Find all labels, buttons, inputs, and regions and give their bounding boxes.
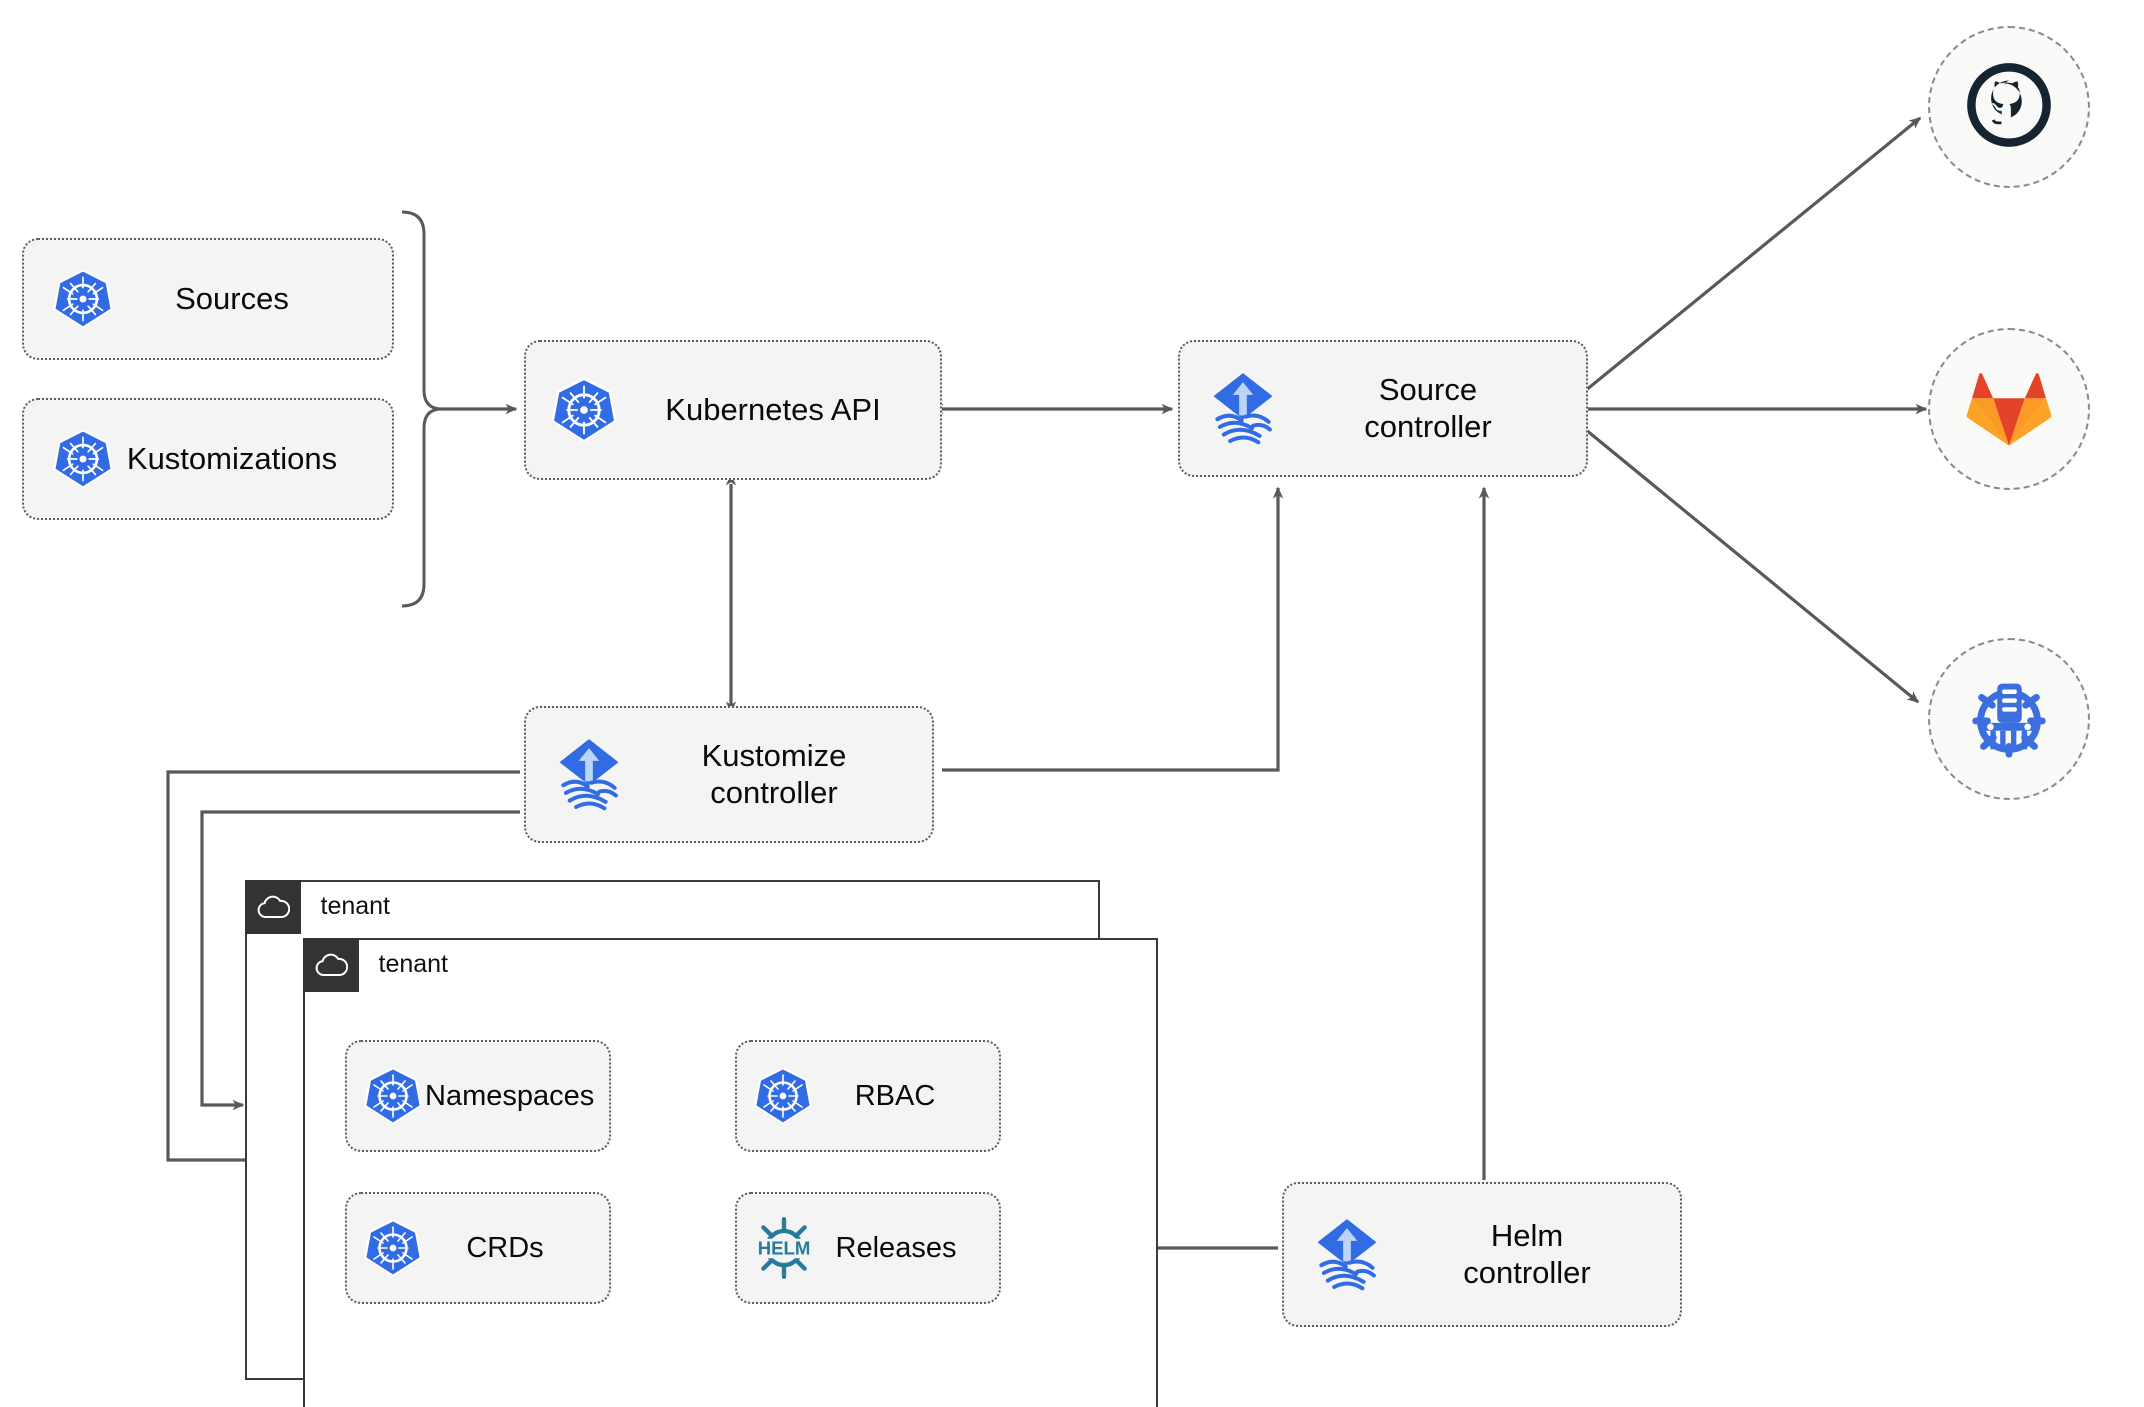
flux-icon	[548, 734, 630, 816]
resource-label: Sources	[175, 280, 289, 316]
gitlab-icon	[1965, 364, 2053, 455]
cloud-icon	[302, 937, 359, 992]
tenant-label: tenant	[378, 950, 449, 978]
node-label: Helm controller	[1463, 1217, 1591, 1290]
github-icon	[1962, 58, 2056, 157]
kubernetes-icon	[751, 1064, 815, 1128]
tenant-resource-label: Releases	[835, 1231, 957, 1264]
node-label: Kustomize controller	[701, 737, 847, 810]
tenant-label: tenant	[320, 892, 391, 920]
svg-text:HELM: HELM	[758, 1238, 811, 1259]
node-kubernetes-api[interactable]: Kubernetes API	[524, 340, 942, 480]
remote-helm-repository[interactable]	[1928, 638, 2090, 800]
tenant-header: tenant	[302, 937, 449, 992]
remote-gitlab[interactable]	[1928, 328, 2090, 490]
tenant-panel-inner[interactable]: tenant	[302, 937, 1158, 1407]
flux-icon	[1202, 368, 1284, 450]
kubernetes-icon	[361, 1064, 425, 1128]
tenant-resource-releases[interactable]: HELM Releases	[735, 1192, 1001, 1304]
helm-repository-icon	[1960, 668, 2058, 771]
tenant-header: tenant	[244, 879, 391, 934]
resource-label: Kustomizations	[126, 440, 338, 476]
kubernetes-icon	[361, 1216, 425, 1280]
node-label: Source controller	[1364, 371, 1492, 444]
node-label: Kubernetes API	[665, 391, 881, 427]
kubernetes-icon	[548, 374, 620, 446]
resource-card-sources[interactable]: Sources	[22, 238, 394, 360]
cloud-icon	[244, 879, 301, 934]
kubernetes-icon	[50, 426, 116, 492]
kubernetes-icon	[50, 266, 116, 332]
resource-card-kustomizations[interactable]: Kustomizations	[22, 398, 394, 520]
helm-icon: HELM	[751, 1215, 817, 1281]
node-source-controller[interactable]: Source controller	[1178, 340, 1588, 477]
tenant-resource-namespaces[interactable]: Namespaces	[345, 1040, 611, 1152]
tenant-resource-rbac[interactable]: RBAC	[735, 1040, 1001, 1152]
tenant-resource-crds[interactable]: CRDs	[345, 1192, 611, 1304]
tenant-resource-label: RBAC	[854, 1079, 936, 1112]
node-helm-controller[interactable]: Helm controller	[1282, 1182, 1682, 1327]
tenant-resource-label: Namespaces	[425, 1079, 595, 1112]
remote-github[interactable]	[1928, 26, 2090, 188]
flux-icon	[1306, 1214, 1388, 1296]
node-kustomize-controller[interactable]: Kustomize controller	[524, 706, 934, 843]
tenant-resource-label: CRDs	[466, 1231, 544, 1264]
